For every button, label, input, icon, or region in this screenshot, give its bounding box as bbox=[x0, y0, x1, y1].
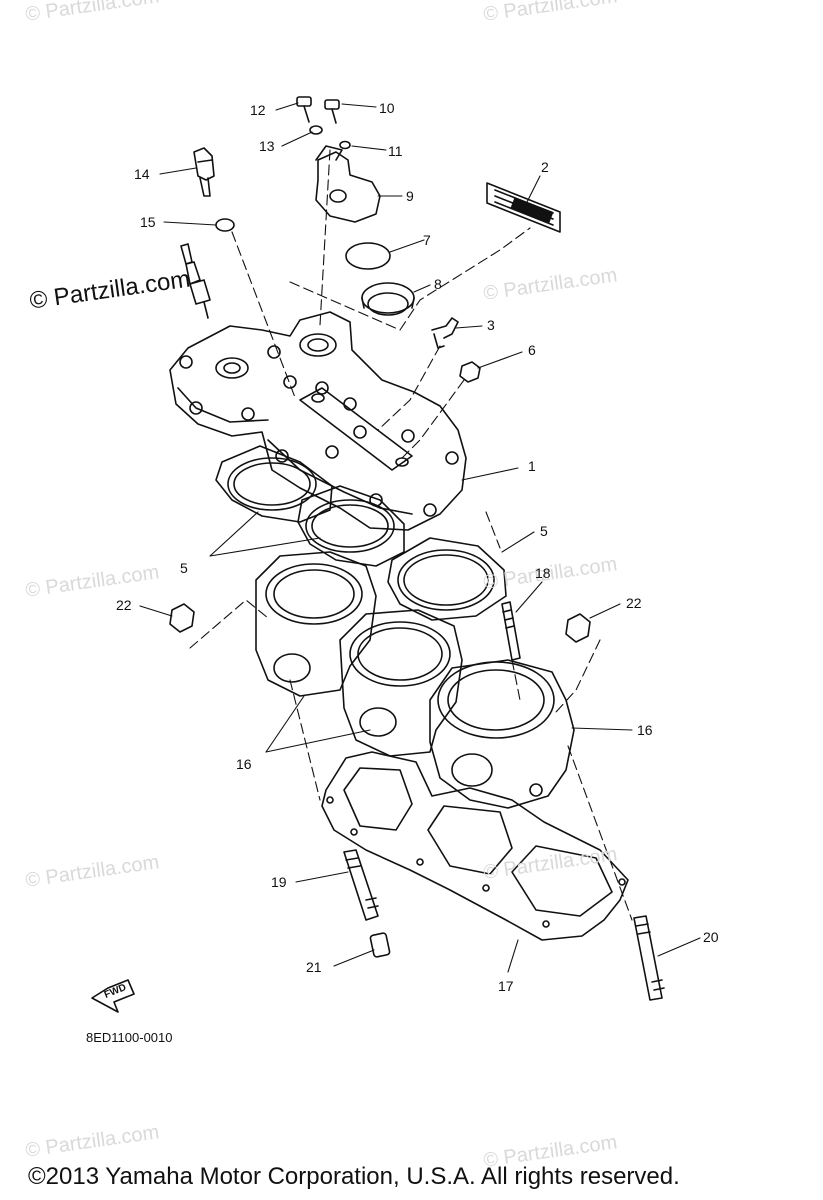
callout-20: 20 bbox=[703, 929, 719, 945]
cylinder-16-middle-icon bbox=[339, 609, 463, 757]
spark-plug-icon bbox=[180, 243, 211, 319]
bolt-10-icon bbox=[324, 99, 340, 124]
callout-16-right: 16 bbox=[637, 722, 653, 738]
callout-13: 13 bbox=[259, 138, 275, 154]
callout-10: 10 bbox=[379, 100, 395, 116]
o-ring-7-icon bbox=[345, 242, 391, 270]
callout-19: 19 bbox=[271, 874, 287, 890]
dowel-pin-21-icon bbox=[369, 932, 391, 958]
cylinder-16-right-icon bbox=[429, 659, 575, 809]
callout-8: 8 bbox=[434, 276, 442, 292]
thermostat-cover-9-icon bbox=[315, 145, 381, 223]
gasket-15-icon bbox=[215, 218, 235, 232]
callout-1: 1 bbox=[528, 458, 536, 474]
callout-5-left: 5 bbox=[180, 560, 188, 576]
callout-22-right: 22 bbox=[626, 595, 642, 611]
stud-bolt-19-icon bbox=[343, 849, 379, 921]
fitting-3-icon bbox=[431, 317, 459, 349]
callout-15: 15 bbox=[140, 214, 156, 230]
nut-22-right-icon bbox=[565, 613, 591, 643]
copyright-notice: ©2013 Yamaha Motor Corporation, U.S.A. A… bbox=[28, 1163, 680, 1190]
callout-17: 17 bbox=[498, 978, 514, 994]
washer-11-icon bbox=[339, 140, 351, 150]
callout-22-left: 22 bbox=[116, 597, 132, 613]
stud-bolt-18-icon bbox=[501, 601, 521, 661]
nut-22-left-icon bbox=[169, 603, 195, 633]
callout-5-right: 5 bbox=[540, 523, 548, 539]
callout-11: 11 bbox=[388, 143, 403, 159]
bolt-12-icon bbox=[296, 96, 312, 123]
nut-6-icon bbox=[459, 361, 481, 383]
callout-3: 3 bbox=[487, 317, 495, 333]
head-gasket-5-left-icon bbox=[215, 445, 333, 523]
callout-7: 7 bbox=[423, 232, 431, 248]
label-decal-2-icon bbox=[486, 182, 561, 233]
fwd-arrow-icon bbox=[91, 979, 135, 1013]
callout-14: 14 bbox=[134, 166, 150, 182]
temperature-sensor-14-icon bbox=[193, 147, 215, 197]
head-gasket-5-middle-icon bbox=[297, 485, 405, 567]
callout-9: 9 bbox=[406, 188, 414, 204]
callout-18: 18 bbox=[535, 565, 551, 581]
cylinder-16-left-icon bbox=[255, 551, 377, 697]
stud-bolt-20-icon bbox=[633, 915, 665, 1001]
thermostat-8-icon bbox=[361, 282, 415, 316]
callout-21: 21 bbox=[306, 959, 322, 975]
diagram-code: 8ED1100-0010 bbox=[86, 1030, 173, 1045]
cylinder-head-1-icon bbox=[169, 311, 467, 531]
base-gasket-17-icon bbox=[321, 751, 629, 941]
callout-2: 2 bbox=[541, 159, 549, 175]
callout-6: 6 bbox=[528, 342, 536, 358]
callout-12: 12 bbox=[250, 102, 266, 118]
callout-16-left: 16 bbox=[236, 756, 252, 772]
washer-13-icon bbox=[309, 125, 323, 135]
head-gasket-5-right-icon bbox=[387, 537, 507, 621]
